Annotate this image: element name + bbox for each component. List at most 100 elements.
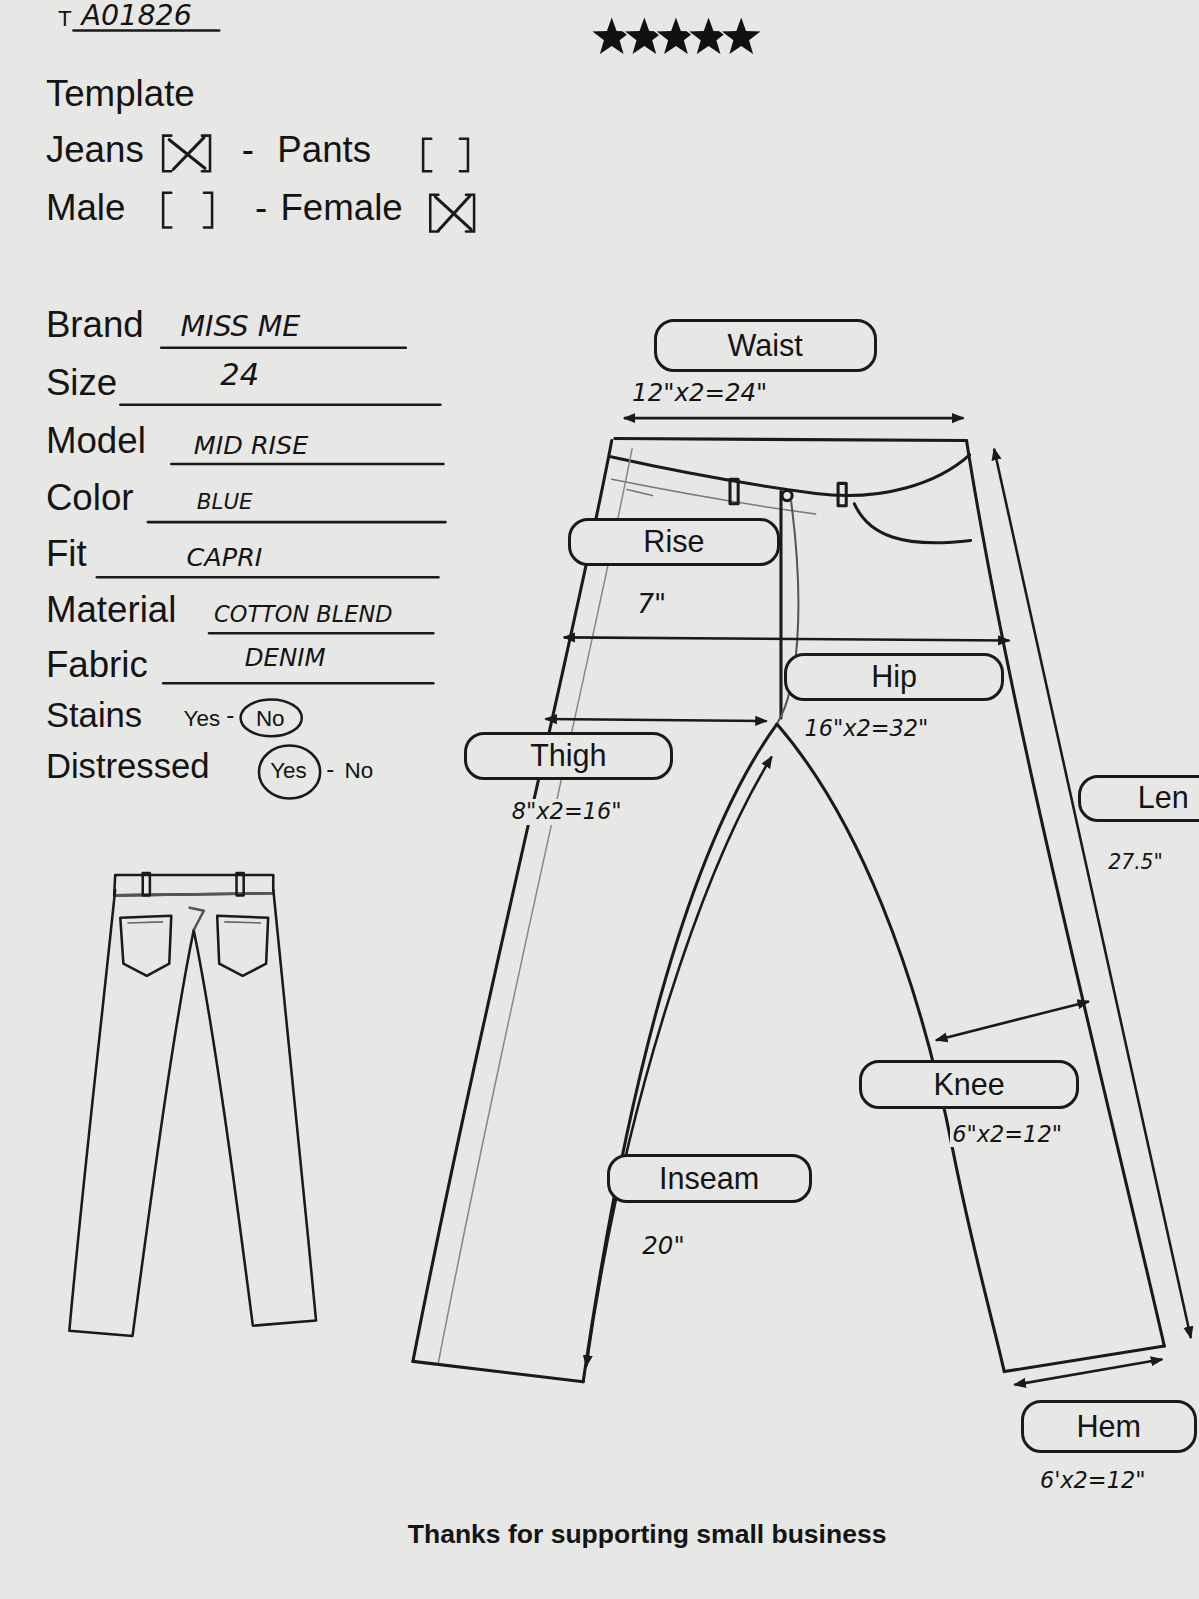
checkbox-bracket <box>423 139 431 172</box>
handwritten-value: COTTON BLEND <box>214 602 392 628</box>
left-inseam <box>583 724 777 1382</box>
measurement-name: Rise <box>643 525 704 559</box>
waistband <box>114 893 273 895</box>
field-label: Fit <box>46 533 87 575</box>
measurement-name: Knee <box>933 1068 1004 1102</box>
handwritten-value: BLUE <box>197 490 253 515</box>
leg-outline <box>69 889 316 1336</box>
belt-loop <box>143 873 150 895</box>
measurement-tag: Rise <box>568 518 780 566</box>
option-label: Yes <box>270 758 307 784</box>
front-pocket <box>854 504 970 543</box>
measurement-tag: Len <box>1078 775 1199 822</box>
field-underline <box>171 463 443 466</box>
measurement-tag: Hip <box>784 653 1004 702</box>
measurement-name: Thigh <box>530 739 607 773</box>
measurement-tag: Knee <box>859 1060 1078 1109</box>
field-underline <box>148 521 446 524</box>
measurement-value: 6'x2=12" <box>1038 1468 1148 1494</box>
measurement-value: 6"x2=12" <box>950 1122 1064 1148</box>
rating-star <box>720 15 763 56</box>
right-inseam <box>777 724 1004 1372</box>
measurement-value: 12"x2=24" <box>630 379 769 407</box>
field-label: Material <box>46 589 176 631</box>
measurement-tag: Thigh <box>464 732 673 780</box>
pocket-stitch <box>224 922 261 923</box>
waistband-stitch <box>612 479 816 514</box>
measurement-name: Hem <box>1076 1410 1141 1444</box>
footer-note: Thanks for supporting small business <box>408 1519 887 1549</box>
checkbox-bracket <box>460 139 468 172</box>
measurement-name: Len <box>1138 781 1189 815</box>
thigh-dimension <box>545 719 766 721</box>
pocket-stitch <box>127 922 163 923</box>
hip-dimension <box>564 637 1010 640</box>
handwritten-value: MID RISE <box>194 431 309 460</box>
rating-star <box>655 15 698 56</box>
field-label: Stains <box>46 696 142 736</box>
front-view-jeans <box>413 439 1164 1382</box>
back-pocket <box>120 916 171 976</box>
measurement-value: 7" <box>635 589 668 619</box>
hem-dimension <box>1014 1359 1162 1384</box>
field-underline <box>97 576 439 579</box>
yoke-seam <box>189 908 204 930</box>
left-outseam-stitch <box>438 449 632 1363</box>
option-label: No <box>345 758 374 784</box>
right-hem <box>1004 1346 1164 1371</box>
rating-star <box>590 15 633 56</box>
answer-circle <box>241 700 302 737</box>
measurement-value: 27.5" <box>1106 851 1165 874</box>
handwritten-id: A01826 <box>82 0 192 33</box>
handwritten-value: CAPRI <box>187 543 263 572</box>
measurement-name: Inseam <box>659 1162 759 1196</box>
belt-loop <box>237 873 244 895</box>
button <box>782 491 792 501</box>
measurement-value: 8"x2=16" <box>510 799 624 825</box>
belt-loop <box>730 479 738 503</box>
checkbox-bracket <box>204 193 212 228</box>
separator: - <box>255 187 267 229</box>
left-hem <box>413 1361 583 1381</box>
field-label: Fabric <box>46 644 148 686</box>
field-label: Model <box>46 420 146 462</box>
measurement-tag: Waist <box>654 319 877 372</box>
measurement-value: 20" <box>640 1232 686 1260</box>
rating-stars <box>590 15 762 56</box>
left-outseam <box>413 441 612 1362</box>
form-id-prefix: T <box>58 6 72 32</box>
measurement-name: Waist <box>728 329 803 363</box>
back-view-jeans <box>69 873 316 1336</box>
handwritten-value: 24 <box>220 357 259 392</box>
waistband <box>114 875 273 895</box>
rating-star <box>687 15 730 56</box>
check-mark <box>169 138 205 170</box>
option-label: Yes <box>184 706 221 732</box>
field-underline <box>120 404 440 407</box>
dimension-arrows <box>545 418 1190 1385</box>
measurement-value: 16"x2=32" <box>802 716 930 742</box>
answer-circle <box>259 745 320 798</box>
field-underline <box>209 632 433 635</box>
field-underline <box>161 346 406 349</box>
separator: - <box>226 701 234 729</box>
field-label: Distressed <box>46 747 210 787</box>
field-label: Color <box>46 477 134 519</box>
handwritten-value: DENIM <box>245 644 326 672</box>
measurement-tag: Inseam <box>607 1154 812 1203</box>
waistband-top <box>615 439 967 441</box>
inseam-dimension <box>586 757 772 1367</box>
option-label: Male <box>46 187 126 229</box>
knee-dimension <box>936 1001 1089 1040</box>
field-label: Size <box>46 362 117 404</box>
option-label: No <box>256 706 285 732</box>
check-mark <box>435 196 471 231</box>
length-dimension <box>994 449 1191 1338</box>
front-pocket <box>627 489 652 495</box>
measurement-tag: Hem <box>1021 1400 1197 1453</box>
waist-dimension <box>624 417 964 420</box>
fly <box>779 492 782 718</box>
right-outseam <box>967 441 1165 1347</box>
fly-stitch <box>778 502 798 722</box>
